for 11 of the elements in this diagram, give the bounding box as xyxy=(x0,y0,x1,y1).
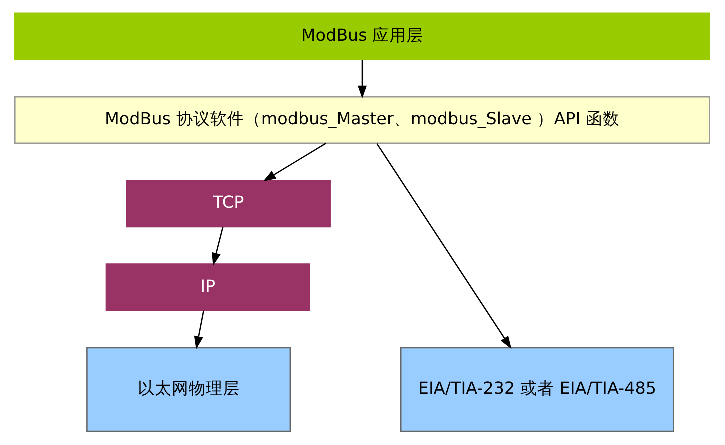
arrow xyxy=(358,60,367,99)
arrow xyxy=(263,142,327,182)
node-box: EIA/TIA-232 或者 EIA/TIA-485 xyxy=(400,347,674,432)
arrow xyxy=(376,143,512,350)
node-box: TCP xyxy=(126,180,331,228)
node-box: 以太网物理层 xyxy=(86,347,292,432)
node-box: IP xyxy=(106,264,310,312)
node-box: ModBus 应用层 xyxy=(14,12,710,60)
arrow xyxy=(212,227,224,266)
arrow xyxy=(194,310,204,350)
node-box: ModBus 协议软件（modbus_Master、modbus_Slave ）API 函数 xyxy=(14,96,710,144)
